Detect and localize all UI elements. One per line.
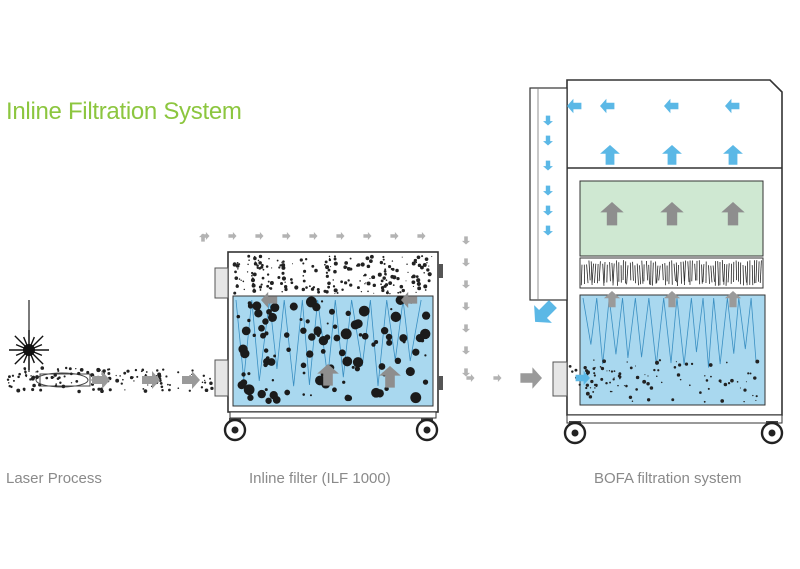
airflow-arrow-icon	[664, 98, 679, 114]
airflow-arrow-icon	[721, 202, 745, 226]
airflow-arrow-icon	[417, 231, 426, 241]
airflow-arrow-icon	[461, 258, 471, 267]
airflow-arrow-icon	[198, 233, 208, 242]
airflow-arrow-icon	[662, 144, 682, 165]
airflow-arrow-icon	[255, 231, 264, 241]
airflow-arrow-icon	[461, 324, 471, 333]
airflow-arrow-icon	[543, 160, 553, 171]
airflow-arrow-icon	[379, 365, 401, 388]
caption-bofa-system: BOFA filtration system	[594, 470, 742, 487]
caster-wheel-icon	[415, 418, 439, 442]
airflow-arrow-icon	[600, 98, 615, 114]
airflow-arrow-icon	[261, 291, 278, 309]
caption-inline-filter: Inline filter (ILF 1000)	[249, 470, 391, 487]
fume-stream	[6, 366, 266, 394]
airflow-arrow-icon	[336, 231, 345, 241]
bofa-unit	[529, 79, 784, 445]
airflow-arrow-icon	[461, 368, 471, 377]
airflow-arrow-icon	[401, 291, 418, 309]
caption-laser-process: Laser Process	[6, 470, 102, 487]
airflow-arrow-icon	[228, 231, 237, 241]
airflow-arrow-icon	[282, 231, 291, 241]
airflow-arrow-icon	[390, 231, 399, 241]
airflow-arrow-icon	[142, 371, 160, 389]
airflow-arrow-icon	[543, 205, 553, 216]
airflow-arrow-icon	[309, 231, 318, 241]
airflow-arrow-icon	[543, 185, 553, 196]
airflow-arrow-icon	[600, 144, 620, 165]
caster-wheel-icon	[223, 418, 247, 442]
airflow-arrow-icon	[317, 363, 339, 386]
airflow-arrow-icon	[520, 367, 542, 389]
caster-wheel-icon	[760, 421, 784, 445]
airflow-arrows	[466, 367, 542, 389]
airflow-arrow-icon	[723, 144, 743, 165]
airflow-arrow-icon	[663, 290, 681, 308]
airflow-arrow-icon	[461, 236, 471, 245]
page-title: Inline Filtration System	[6, 98, 242, 125]
airflow-arrow-icon	[363, 231, 372, 241]
airflow-arrow-icon	[724, 290, 742, 308]
airflow-arrow-icon	[461, 280, 471, 289]
airflow-arrow-icon	[466, 373, 475, 383]
airflow-arrow-icon	[543, 135, 553, 146]
airflow-arrow-icon	[493, 373, 502, 383]
inline-filter-unit	[198, 231, 471, 442]
airflow-arrow-icon	[461, 346, 471, 355]
caster-wheel-icon	[563, 421, 587, 445]
airflow-arrow-icon	[600, 202, 624, 226]
airflow-arrow-icon	[543, 115, 553, 126]
airflow-arrow-icon	[660, 202, 684, 226]
airflow-arrow-icon	[575, 370, 590, 386]
laser-burst-icon	[9, 300, 49, 372]
airflow-arrow-icon	[603, 290, 621, 308]
airflow-arrow-icon	[461, 302, 471, 311]
airflow-arrow-icon	[567, 98, 582, 114]
airflow-arrow-icon	[534, 300, 557, 323]
airflow-arrow-icon	[182, 371, 200, 389]
airflow-arrow-icon	[543, 225, 553, 236]
airflow-arrow-icon	[725, 98, 740, 114]
airflow-arrow-icon	[92, 371, 110, 389]
